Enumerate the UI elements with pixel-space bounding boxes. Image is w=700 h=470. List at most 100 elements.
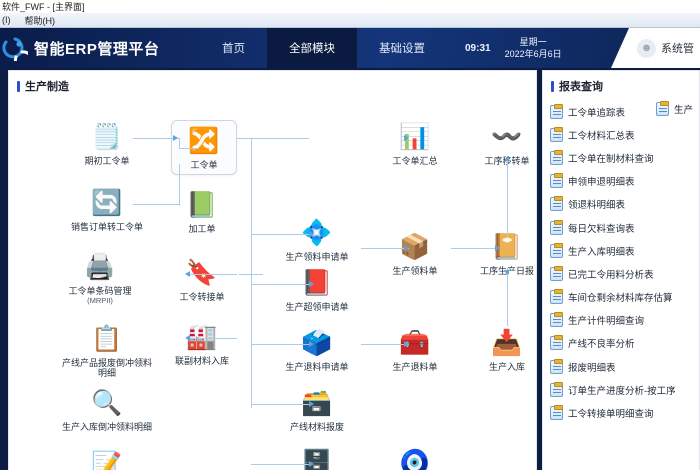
user-menu[interactable]: ☻ 系统管: [611, 28, 700, 68]
nav-item-home[interactable]: 首页: [222, 43, 245, 55]
report-list-item[interactable]: 生产入库明细表: [550, 239, 699, 262]
report-list-item[interactable]: 生产: [656, 97, 699, 120]
report-clipboard-icon: [550, 242, 563, 258]
nav-item-basic-settings[interactable]: 基础设置: [379, 43, 425, 55]
report-clipboard-icon: [550, 289, 563, 305]
flow-node-icon: 🗄️: [301, 448, 333, 470]
flow-arrow: [309, 281, 314, 287]
report-list-item[interactable]: 每日欠料查询表: [550, 216, 699, 239]
flow-arrow: [309, 401, 314, 407]
header-date: 星期一 2022年6月6日: [505, 36, 562, 60]
report-list-item[interactable]: 车间仓剩余材料库存估算: [550, 286, 699, 309]
flow-arrow: [185, 271, 190, 277]
flow-node-n9[interactable]: 🔍生产入库倒冲领料明细: [61, 386, 153, 432]
flow-node-n13[interactable]: 🗳️ 生产退料申请单: [271, 326, 363, 372]
flow-node-label: 生产入库: [488, 362, 525, 372]
flow-node-n10[interactable]: 📝工令转遗单倒冲领料明细: [61, 448, 153, 470]
flow-node-n1[interactable]: 🗒️期初工令单: [61, 120, 153, 166]
flow-node-n6[interactable]: 🔖工令转接单: [156, 256, 248, 302]
report-clipboard-icon: [550, 103, 563, 119]
flow-node-n21[interactable]: 📔工序生产日报: [461, 230, 536, 276]
report-list-item[interactable]: 产线不良率分析: [550, 332, 699, 355]
report-list-item[interactable]: 已完工令用料分析表: [550, 262, 699, 285]
flow-node-label: 生产领料单: [392, 266, 438, 276]
report-item-label: 工令转接单明细查询: [568, 409, 654, 421]
main-nav: 首页 全部模块 基础设置: [200, 28, 447, 68]
flow-arrow: [404, 135, 409, 141]
flow-node-n17[interactable]: 📦生产领料单: [369, 230, 461, 276]
report-item-label: 每日欠料查询表: [568, 223, 635, 235]
report-list-item[interactable]: 生产计件明细查询: [550, 309, 699, 332]
report-list-item[interactable]: 订单生产进度分析-按工序: [550, 378, 699, 401]
report-list-item[interactable]: 工令单在制材料查询: [550, 146, 699, 169]
flow-node-n15[interactable]: 🗄️产品报废记录单: [271, 446, 363, 470]
report-clipboard-icon: [550, 405, 563, 421]
flow-node-icon: 🔀: [188, 126, 220, 155]
flow-node-icon: 📝: [91, 450, 123, 470]
flow-node-label: 工序移转单: [461, 156, 536, 166]
report-item-label: 工令材料汇总表: [568, 130, 635, 142]
report-item-label: 车间仓剩余材料库存估算: [568, 293, 673, 305]
report-panel-title: 报表查询: [543, 71, 699, 98]
report-list-item[interactable]: 工令单追踪表: [550, 100, 699, 123]
window-title-bar: 软件_FWF - [主界面]: [0, 0, 700, 13]
flow-connector: [251, 138, 252, 408]
report-list-item[interactable]: 领退料明细表: [550, 193, 699, 216]
menu-item-help[interactable]: 帮助(H): [24, 15, 56, 26]
flow-node-n18[interactable]: 🧰生产退料单: [369, 326, 461, 372]
flow-node-n22[interactable]: 📥 生产入库: [461, 326, 536, 372]
report-item-label: 领退料明细表: [568, 200, 626, 212]
flow-arrow: [404, 341, 409, 347]
report-list-item[interactable]: 申领申退明细表: [550, 170, 699, 193]
flow-arrow: [309, 461, 314, 467]
flow-node-n20[interactable]: 〰️ 工序移转单: [461, 120, 536, 166]
window-menu-bar[interactable]: (I) 帮助(H): [0, 13, 700, 28]
header-date-text: 2022年6月6日: [504, 49, 562, 59]
menu-item-0[interactable]: (I): [2, 15, 11, 25]
flow-node-n11[interactable]: 💠生产领料申请单: [271, 216, 363, 262]
report-list-item[interactable]: 报废明细表: [550, 355, 699, 378]
report-clipboard-icon: [656, 100, 669, 116]
flow-node-icon: 🏭: [186, 322, 218, 351]
header-weekday: 星期一: [519, 36, 547, 47]
flow-node-n7[interactable]: 📋产线产品报废倒冲领料明细: [61, 322, 153, 379]
flow-connector: [251, 404, 309, 405]
flow-node-icon: 〰️: [491, 122, 523, 151]
flow-node-label: 期初工令单: [84, 156, 130, 166]
flow-node-icon: 📥: [491, 328, 523, 357]
flow-node-n5[interactable]: 🖨️工令单条码管理(MRPII): [54, 250, 146, 305]
flow-node-sublabel: (MRPII): [87, 296, 113, 306]
report-item-label: 工令单在制材料查询: [568, 153, 654, 165]
nav-item-all-modules[interactable]: 全部模块: [267, 28, 357, 68]
flow-node-n19[interactable]: 🧿在制品盘点: [369, 446, 461, 470]
flow-node-n8[interactable]: 🏭 联副材料入库: [156, 320, 248, 366]
flow-arrow: [504, 156, 510, 161]
flow-node-n3[interactable]: 🔄销售订单转工令单: [61, 186, 153, 232]
flow-node-label: 联副材料入库: [174, 356, 229, 366]
flow-node-n12[interactable]: 📕生产超领申请单: [271, 266, 363, 312]
flow-node-n4[interactable]: 📗加工单: [156, 188, 248, 234]
flow-node-label: 生产退料单: [392, 362, 438, 372]
report-list-item[interactable]: 工令材料汇总表: [550, 123, 699, 146]
report-clipboard-icon: [550, 126, 563, 142]
flow-node-icon: 🗳️: [301, 328, 333, 357]
flow-connector: [189, 338, 237, 339]
flow-connector: [179, 138, 180, 148]
report-item-label: 申领申退明细表: [568, 177, 635, 189]
flow-node-n16[interactable]: 📊工令单汇总: [369, 120, 461, 166]
flow-node-n14[interactable]: 🗃️产线材料报废: [271, 386, 363, 432]
flow-node-label: 工令单: [190, 160, 218, 170]
flow-node-icon: 🖨️: [84, 252, 116, 281]
flow-node-label: 销售订单转工令单: [70, 222, 143, 232]
report-item-label: 订单生产进度分析-按工序: [568, 385, 676, 397]
flow-node-label: 生产退料申请单: [285, 362, 349, 372]
flow-connector: [237, 138, 251, 139]
flow-node-label: 生产入库倒冲领料明细: [61, 422, 152, 432]
flow-node-label: 产线材料报废: [289, 422, 344, 432]
app-body: 生产制造 🗒️期初工令单🔀工令单🔄销售订单转工令单📗加工单🖨️工令单条码管理(M…: [0, 68, 700, 470]
report-item-label: 生产: [674, 104, 694, 116]
window-title-text: 软件_FWF - [主界面]: [2, 2, 85, 12]
report-list-item[interactable]: 工令转接单明细查询: [550, 401, 699, 424]
flow-canvas: 🗒️期初工令单 🔀 工令单 🔄销售订单转工令单📗加工单🖨️工令单条码管理(MRPII)…: [9, 98, 536, 470]
flow-node-icon: 📋: [91, 324, 123, 353]
